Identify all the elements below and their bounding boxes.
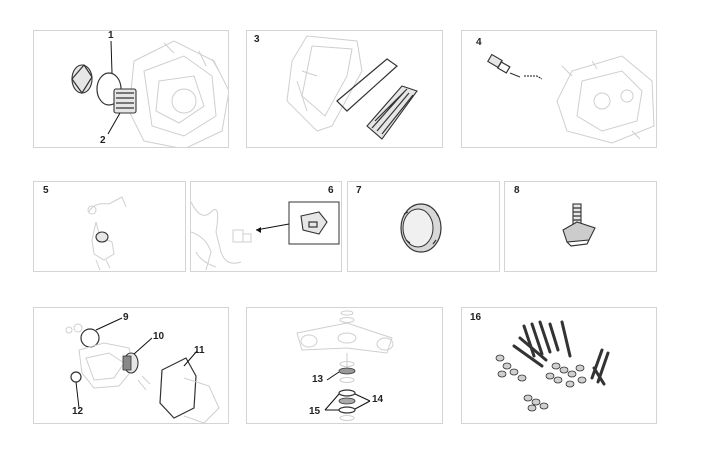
diagram-panel-water-pump[interactable]: 9 10 11 12 [33,307,229,424]
spark-plug-illustration [487,53,655,144]
diagram-panel-connector[interactable]: 6 [190,181,342,272]
panel-number: 3 [254,34,260,45]
fuel-pump-illustration [87,196,127,271]
diagram-panel-headlamp[interactable]: 7 [347,181,500,272]
diagram-panel-spark-plug[interactable]: 4 [461,30,657,148]
diagram-panel-bolt-kit[interactable]: 16 [461,307,657,424]
connector-illustration [191,201,340,271]
panel-number: 4 [476,37,482,48]
diagram-panel-valve[interactable]: 8 [504,181,657,272]
air-filter-illustration [286,35,418,140]
bolt-kit-illustration [495,320,610,412]
diagram-panel-steering-bearings[interactable]: 13 14 15 [246,307,443,424]
callout-14: 14 [372,394,384,405]
water-pump-illustration [65,317,220,423]
panel-number: 16 [470,312,482,323]
callout-15: 15 [309,406,321,417]
diagram-panel-fuel-pump[interactable]: 5 [33,181,186,272]
panel-number: 7 [356,185,362,196]
headlamp-illustration [400,203,442,253]
diagram-panel-air-filter[interactable]: 3 [246,30,443,148]
callout-11: 11 [194,345,205,356]
panel-number: 6 [328,185,334,196]
callout-10: 10 [153,331,165,342]
callout-2: 2 [100,135,106,146]
callout-12: 12 [72,406,84,417]
callout-13: 13 [312,374,324,385]
valve-illustration [562,203,596,247]
diagram-panel-oil-filter[interactable]: 1 2 [33,30,229,148]
panel-number: 8 [514,185,520,196]
oil-filter-illustration [71,40,228,147]
steering-bearings-illustration [296,310,394,421]
callout-1: 1 [108,30,114,41]
callout-9: 9 [123,312,129,323]
panel-number: 5 [43,185,49,196]
